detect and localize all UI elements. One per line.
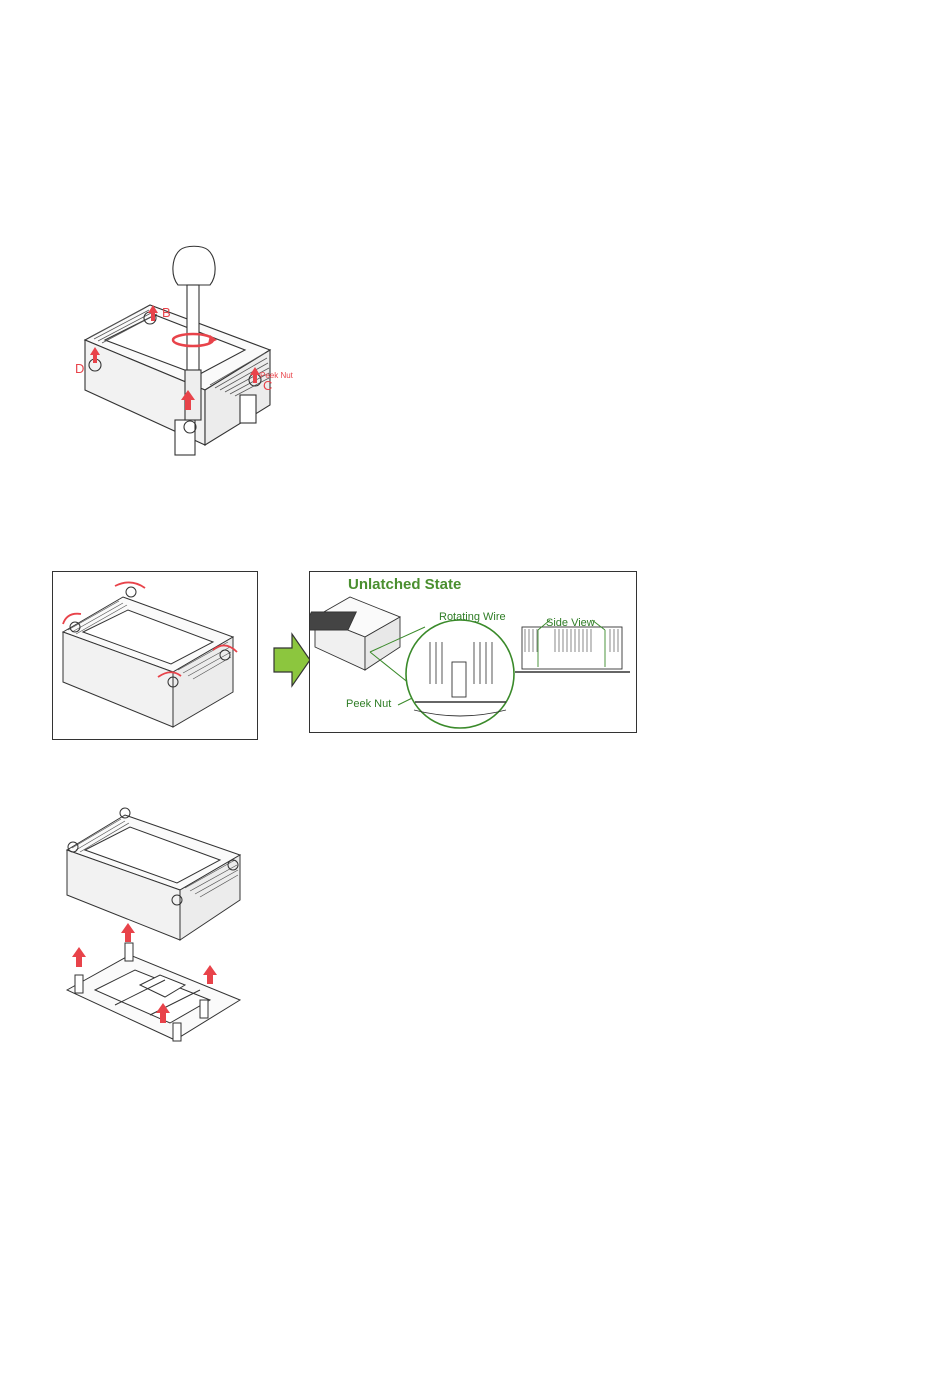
figure-screwdriver-heatsink: B D C Peek Nut bbox=[60, 245, 310, 475]
label-c: C bbox=[263, 378, 272, 393]
figure-heatsink-removal bbox=[55, 805, 255, 1050]
heatsink-rotate-illustration bbox=[53, 572, 257, 739]
label-b: B bbox=[162, 305, 171, 320]
figure-rotate-wires-frame bbox=[52, 571, 258, 740]
heatsink-removal-illustration bbox=[55, 805, 255, 1050]
figure-unlatched-state-frame: Unlatched State bbox=[309, 571, 637, 733]
peek-nut-label: Peek Nut bbox=[346, 698, 391, 710]
label-peek-nut: Peek Nut bbox=[260, 371, 294, 380]
label-d: D bbox=[75, 361, 84, 376]
heatsink-illustration: B D C Peek Nut bbox=[60, 245, 310, 475]
side-view-label: Side View bbox=[546, 617, 595, 629]
right-arrow-icon bbox=[272, 632, 312, 688]
rotating-wire-label: Rotating Wire bbox=[439, 611, 506, 623]
